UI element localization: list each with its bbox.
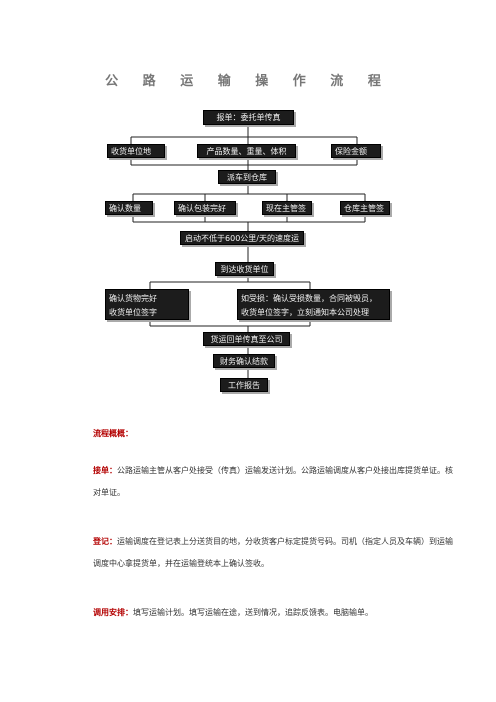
flow-node-goods-intact-line1: 确认货物完好 — [109, 294, 157, 303]
flow-node-confirm-packaging: 确认包装完好 — [174, 201, 236, 215]
flow-node-quantity-weight-volume: 产品数量、重量、体积 — [197, 144, 296, 158]
flow-node-warehouse-supervisor-sign: 仓库主管签 — [340, 201, 390, 215]
flow-node-start-transport: 启动不低于600公里/天的速度运 — [180, 231, 304, 245]
paragraph-register-text: 运输调度在登记表上分送货目的地，分收货客户标定提货号码。司机（指定人员及车辆）到… — [93, 537, 453, 568]
flow-node-goods-intact: 确认货物完好 收货单位签字 — [105, 289, 189, 320]
paragraph-order-label: 接单： — [93, 465, 117, 475]
flow-node-dispatch-to-warehouse: 派车到仓库 — [218, 170, 276, 184]
paragraph-order: 接单：公路运输主管从客户处接受（传真）运输发送计划。公路运输调度从客户处接出库提… — [93, 459, 453, 504]
page-title: 公 路 运 输 操 作 流 程 — [105, 74, 391, 89]
paragraph-scheduling-label: 调用安排： — [93, 607, 133, 617]
paragraph-register-label: 登记： — [93, 536, 117, 546]
flow-node-receiver-address: 收货单位地 — [107, 144, 165, 158]
summary-heading: 流程概概： — [93, 428, 133, 438]
flow-node-arrive-receiver: 到达收货单位 — [215, 262, 274, 276]
flow-node-goods-damaged-line2: 收货单位签字，立刻通知本公司处理 — [241, 308, 369, 317]
flow-node-goods-intact-line2: 收货单位签字 — [109, 308, 157, 317]
flow-node-goods-damaged: 如受损：确认受损数量，合同被毁员， 收货单位签字，立刻通知本公司处理 — [237, 289, 390, 320]
flow-node-confirm-quantity: 确认数量 — [105, 201, 153, 215]
flow-node-supervisor-sign: 现在主管签 — [262, 201, 312, 215]
flow-node-order-fax: 报单：委托单传真 — [203, 110, 294, 125]
flow-node-goods-damaged-line1: 如受损：确认受损数量，合同被毁员， — [241, 294, 377, 303]
flow-node-insurance-amount: 保险金额 — [331, 144, 381, 158]
paragraph-order-text: 公路运输主管从客户处接受（传真）运输发送计划。公路运输调度从客户处接出库提货单证… — [93, 466, 453, 497]
paragraph-scheduling-text: 填写运输计划。填写运输在途，送到情况，追踪反馈表。电脑输单。 — [133, 608, 373, 617]
paragraph-register: 登记：运输调度在登记表上分送货目的地，分收货客户标定提货号码。司机（指定人员及车… — [93, 530, 453, 575]
flow-node-work-report: 工作报告 — [220, 378, 268, 392]
paragraph-scheduling: 调用安排：填写运输计划。填写运输在途，送到情况，追踪反馈表。电脑输单。 — [93, 601, 453, 624]
flow-connectors — [130, 124, 366, 378]
flow-node-receipt-fax: 货运回单传真至公司 — [203, 332, 290, 346]
flow-node-finance-settlement: 财务确认结款 — [213, 354, 275, 368]
